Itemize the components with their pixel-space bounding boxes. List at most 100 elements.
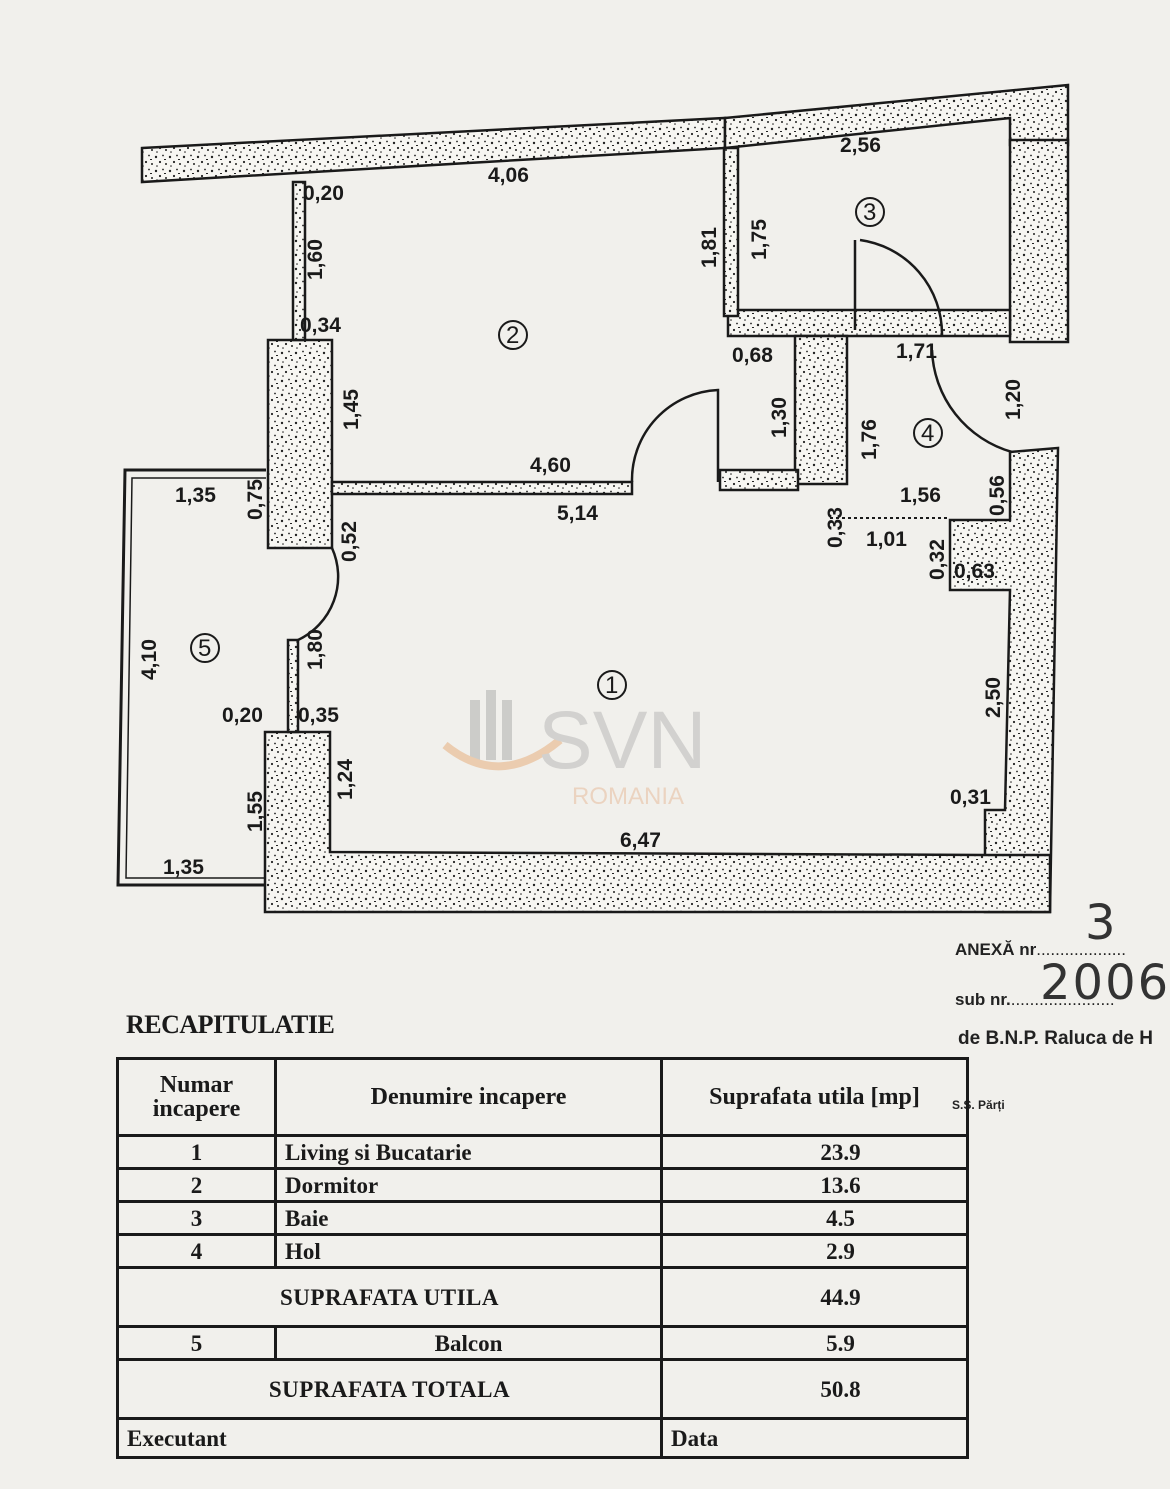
dim-2-56: 2,56 bbox=[840, 134, 881, 157]
dim-0-33: 0,33 bbox=[824, 507, 847, 548]
dim-5-14: 5,14 bbox=[557, 502, 598, 525]
door-entrance bbox=[930, 349, 1013, 454]
dim-0-75: 0,75 bbox=[244, 479, 267, 520]
dim-0-56: 0,56 bbox=[986, 475, 1009, 516]
room-area: 2.9 bbox=[660, 1233, 969, 1269]
floor-plan: SVN ROMANIA 2 3 4 1 5 4,06 0,20 0,34 4,6… bbox=[116, 83, 1070, 914]
room-num: 4 bbox=[116, 1233, 277, 1269]
useful-area-label: SUPRAFATA UTILA bbox=[116, 1266, 663, 1328]
sub-number-label: sub nr....................... bbox=[955, 990, 1115, 1010]
dim-0-34: 0,34 bbox=[300, 314, 341, 337]
annex-dots: ................... bbox=[1036, 940, 1126, 959]
wall-bedroom-left bbox=[266, 338, 334, 550]
room-name: Hol bbox=[274, 1233, 663, 1269]
table-row: 1 Living si Bucatarie 23.9 bbox=[116, 1134, 969, 1170]
table-row: 4 Hol 2.9 bbox=[116, 1233, 969, 1269]
table-row: 2 Dormitor 13.6 bbox=[116, 1167, 969, 1203]
balcony-outline bbox=[116, 468, 266, 887]
dim-1-75: 1,75 bbox=[748, 219, 771, 260]
dim-0-32: 0,32 bbox=[926, 539, 949, 580]
wall-living-top-right bbox=[718, 468, 800, 492]
wall-bottom bbox=[263, 730, 1052, 914]
room-number-3: 3 bbox=[863, 199, 876, 226]
header-room-name: Denumire incapere bbox=[274, 1057, 663, 1137]
wall-right-upper bbox=[1008, 138, 1070, 344]
useful-area-row: SUPRAFATA UTILA 44.9 bbox=[116, 1266, 969, 1328]
watermark-brand: SVN bbox=[538, 695, 707, 786]
dim-1-24: 1,24 bbox=[334, 759, 357, 800]
dim-0-35: 0,35 bbox=[298, 704, 339, 727]
dim-1-45: 1,45 bbox=[340, 389, 363, 430]
room-name: Living si Bucatarie bbox=[274, 1134, 663, 1170]
dim-1-81: 1,81 bbox=[698, 227, 721, 268]
room-name: Baie bbox=[274, 1200, 663, 1236]
header-room-number: Numar incapere bbox=[116, 1057, 277, 1137]
room-number-4: 4 bbox=[921, 420, 934, 447]
walls bbox=[140, 83, 1070, 914]
room-name: Dormitor bbox=[274, 1167, 663, 1203]
notary-label: de B.N.P. Raluca de H bbox=[958, 1028, 1153, 1049]
room-number-2: 2 bbox=[506, 322, 519, 349]
dim-0-68: 0,68 bbox=[732, 344, 773, 367]
sub-number-label-text: sub nr. bbox=[955, 990, 1011, 1009]
sub-handwritten-number: 2006 bbox=[1040, 955, 1170, 1011]
watermark-logo-icon bbox=[442, 690, 563, 771]
balcony-name: Balcon bbox=[274, 1325, 663, 1361]
dim-4-60: 4,60 bbox=[530, 454, 571, 477]
dim-1-55: 1,55 bbox=[244, 791, 267, 832]
annex-handwritten-number: 3 bbox=[1085, 895, 1116, 951]
wall-between-bath-hall bbox=[793, 334, 849, 486]
watermark: SVN ROMANIA bbox=[442, 690, 707, 810]
signature-row: Executant Data bbox=[116, 1417, 969, 1459]
annex-label: ANEXĂ nr................... bbox=[955, 940, 1126, 960]
dim-4-10: 4,10 bbox=[138, 639, 161, 680]
door-balcony bbox=[297, 547, 340, 642]
room-numbers: 2 3 4 1 5 bbox=[190, 197, 943, 700]
balcony-num: 5 bbox=[116, 1325, 277, 1361]
room-area: 13.6 bbox=[660, 1167, 969, 1203]
dimension-labels: 4,06 0,20 0,34 4,60 5,14 2,56 0,68 1,71 … bbox=[138, 134, 1025, 879]
doors bbox=[297, 238, 1013, 642]
dim-4-06: 4,06 bbox=[488, 164, 529, 187]
wall-top-left bbox=[140, 116, 727, 184]
balcony-row: 5 Balcon 5.9 bbox=[116, 1325, 969, 1361]
dim-6-47: 6,47 bbox=[620, 829, 661, 852]
dim-1-30: 1,30 bbox=[768, 397, 791, 438]
wall-right bbox=[948, 446, 1060, 914]
wall-bath-bottom bbox=[726, 308, 1012, 338]
dim-1-01: 1,01 bbox=[866, 528, 907, 551]
wall-bath-left bbox=[722, 146, 740, 318]
executant-label: Executant bbox=[116, 1417, 663, 1459]
useful-area-value: 44.9 bbox=[660, 1266, 969, 1328]
room-num: 3 bbox=[116, 1200, 277, 1236]
dim-1-80: 1,80 bbox=[304, 629, 327, 670]
wall-top-right bbox=[723, 83, 1070, 150]
balcony-area: 5.9 bbox=[660, 1325, 969, 1361]
dim-1-60: 1,60 bbox=[304, 239, 327, 280]
date-label: Data bbox=[660, 1417, 969, 1459]
room-num: 2 bbox=[116, 1167, 277, 1203]
recap-table: Numar incapere Denumire incapere Suprafa… bbox=[116, 1057, 969, 1459]
dim-1-35-bottom: 1,35 bbox=[163, 856, 204, 879]
wall-bedroom-bottom bbox=[330, 480, 634, 496]
wall-living-balcony-thin bbox=[286, 638, 300, 734]
dim-1-76: 1,76 bbox=[858, 419, 881, 460]
annex-label-text: ANEXĂ nr bbox=[955, 940, 1037, 959]
dim-0-20-top: 0,20 bbox=[303, 182, 344, 205]
dim-2-50: 2,50 bbox=[982, 677, 1005, 718]
dim-1-71: 1,71 bbox=[896, 340, 937, 363]
room-area: 4.5 bbox=[660, 1200, 969, 1236]
dim-1-56: 1,56 bbox=[900, 484, 941, 507]
total-area-label: SUPRAFATA TOTALA bbox=[116, 1358, 663, 1420]
door-bathroom bbox=[859, 238, 944, 336]
dim-1-35-top: 1,35 bbox=[175, 484, 216, 507]
total-area-row: SUPRAFATA TOTALA 50.8 bbox=[116, 1358, 969, 1420]
sub-number-dots: ...................... bbox=[1010, 990, 1115, 1009]
header-useful-area: Suprafata utila [mp] bbox=[660, 1057, 969, 1137]
dim-0-63: 0,63 bbox=[954, 560, 995, 583]
dim-0-52: 0,52 bbox=[338, 521, 361, 562]
dim-0-31: 0,31 bbox=[950, 786, 991, 809]
dim-1-20: 1,20 bbox=[1002, 379, 1025, 420]
wall-bedroom-thin bbox=[291, 180, 307, 342]
recap-header-row: Numar incapere Denumire incapere Suprafa… bbox=[116, 1057, 969, 1137]
